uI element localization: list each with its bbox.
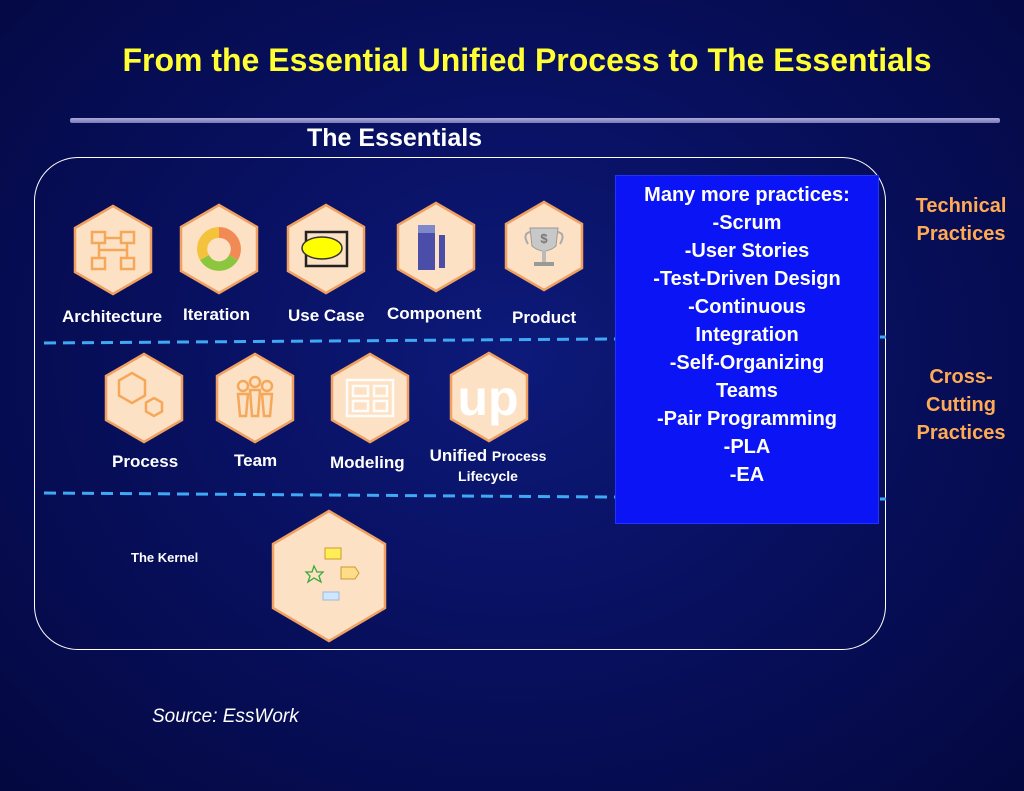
more-practices-heading: Many more practices:	[644, 184, 850, 206]
practice-item: -Test-Driven Design	[653, 268, 841, 290]
svg-text:$: $	[540, 231, 548, 246]
up-icon: up	[457, 370, 518, 426]
title-divider	[70, 118, 1000, 123]
use-case-label: Use Case	[288, 306, 365, 325]
technical-divider	[43, 335, 887, 345]
architecture-label: Architecture	[62, 307, 163, 326]
source-note: Source: EssWork	[152, 706, 299, 727]
component-practice-card[interactable]	[396, 201, 476, 293]
technical-label-line: Practices	[916, 223, 1006, 245]
practice-item: Teams	[716, 380, 778, 402]
process-label: Process	[112, 452, 179, 471]
use-case-practice-card[interactable]	[286, 203, 366, 295]
cross-label-line: Cutting	[926, 394, 996, 416]
practice-item: -Self-Organizing	[669, 352, 825, 374]
unified-label: Unified	[429, 446, 488, 465]
trophy-icon: $	[524, 227, 564, 266]
practice-item: -Scrum	[712, 212, 782, 234]
slide-title: From the Essential Unified Process to Th…	[122, 42, 932, 78]
unified-process-lifecycle-label: Unified Process Lifecycle	[417, 446, 559, 486]
practice-item: -PLA	[723, 436, 771, 458]
technical-label-line: Technical	[915, 195, 1007, 217]
people-icon	[236, 375, 274, 418]
practice-item: -Pair Programming	[656, 408, 838, 430]
essentials-heading: The Essentials	[307, 124, 483, 152]
iteration-label: Iteration	[183, 305, 251, 324]
practice-item: -Continuous	[688, 296, 806, 318]
hexagons-icon	[117, 371, 164, 418]
cross-cutting-divider	[43, 491, 887, 501]
kernel-icon	[304, 547, 360, 601]
modeling-practice-card[interactable]	[330, 352, 410, 444]
kernel-label: The Kernel	[131, 550, 199, 565]
more-practices-box: Many more practices: -Scrum -User Storie…	[615, 175, 879, 524]
component-icon	[418, 225, 445, 270]
process-practice-card[interactable]	[104, 352, 184, 444]
modeling-label: Modeling	[330, 453, 405, 472]
use-case-icon	[301, 230, 349, 268]
kernel-card[interactable]	[271, 509, 387, 643]
team-label: Team	[234, 451, 278, 470]
network-icon	[90, 230, 136, 271]
model-icon	[345, 378, 395, 418]
lifecycle-label: Lifecycle	[458, 468, 518, 484]
unified-process-lifecycle-card[interactable]: up	[449, 351, 529, 443]
practice-item: Integration	[695, 324, 799, 346]
practice-item: -EA	[729, 464, 765, 486]
essentials-frame	[34, 157, 886, 650]
product-practice-card[interactable]: $	[504, 200, 584, 292]
architecture-practice-card[interactable]	[73, 204, 153, 296]
technical-practices-label: Technical Practices	[902, 192, 1020, 248]
iteration-practice-card[interactable]	[179, 203, 259, 295]
product-label: Product	[512, 308, 577, 327]
process-small-label: Process	[491, 448, 547, 464]
cross-cutting-practices-label: Cross- Cutting Practices	[902, 363, 1020, 447]
cross-label-line: Practices	[916, 422, 1006, 444]
team-practice-card[interactable]	[215, 352, 295, 444]
cross-label-line: Cross-	[929, 366, 993, 388]
cycle-icon	[197, 227, 241, 271]
practice-item: -User Stories	[684, 240, 810, 262]
component-label: Component	[387, 304, 482, 323]
